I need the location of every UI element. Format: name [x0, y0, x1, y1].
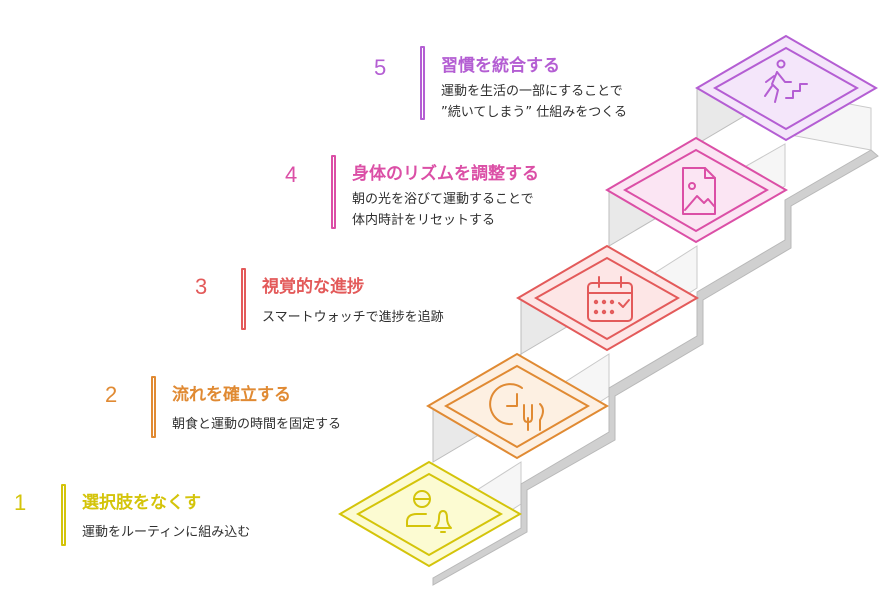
step-4-desc-line-1: 朝の光を浴びて運動することで	[352, 192, 534, 207]
step-1-title: 選択肢をなくす	[82, 493, 201, 513]
step-4-bar	[331, 155, 336, 229]
step-top-4	[605, 136, 788, 244]
step-3-number: 3	[195, 274, 208, 299]
step-1-desc-line-1: 運動をルーティンに組み込む	[82, 525, 251, 540]
step-5-desc-line-2: ”続いてしまう” 仕組みをつくる	[441, 105, 627, 120]
step-5-title: 習慣を統合する	[441, 56, 560, 76]
step-top-1	[338, 460, 523, 568]
step-1-bar	[61, 484, 66, 546]
stair-outline	[432, 149, 879, 586]
step-top-5	[695, 34, 878, 142]
step-3-desc-line-1: スマートウォッチで進捗を追跡	[262, 310, 444, 325]
step-3-title: 視覚的な進捗	[262, 277, 364, 297]
calendar-check-icon	[587, 276, 633, 322]
step-2-bar	[151, 376, 156, 438]
step-5-bar	[420, 46, 425, 120]
step-5-number: 5	[374, 55, 387, 80]
step-1-number: 1	[14, 490, 27, 515]
step-4-desc-line-2: 体内時計をリセットする	[352, 213, 496, 228]
step-2-desc-line-1: 朝食と運動の時間を固定する	[172, 417, 342, 432]
step-5-desc-line-1: 運動を生活の一部にすることで	[441, 84, 623, 99]
person-bell-icon	[406, 490, 452, 533]
image-file-icon	[682, 167, 716, 215]
step-4-title: 身体のリズムを調整する	[352, 164, 539, 184]
step-2-number: 2	[105, 382, 118, 407]
step-tops	[338, 34, 878, 568]
step-top-3	[516, 244, 699, 352]
step-4-number: 4	[285, 162, 298, 187]
clock-fork-icon	[489, 383, 544, 431]
step-3-bar	[241, 268, 246, 330]
person-stairs-icon	[764, 59, 808, 103]
step-2-title: 流れを確立する	[172, 385, 291, 405]
